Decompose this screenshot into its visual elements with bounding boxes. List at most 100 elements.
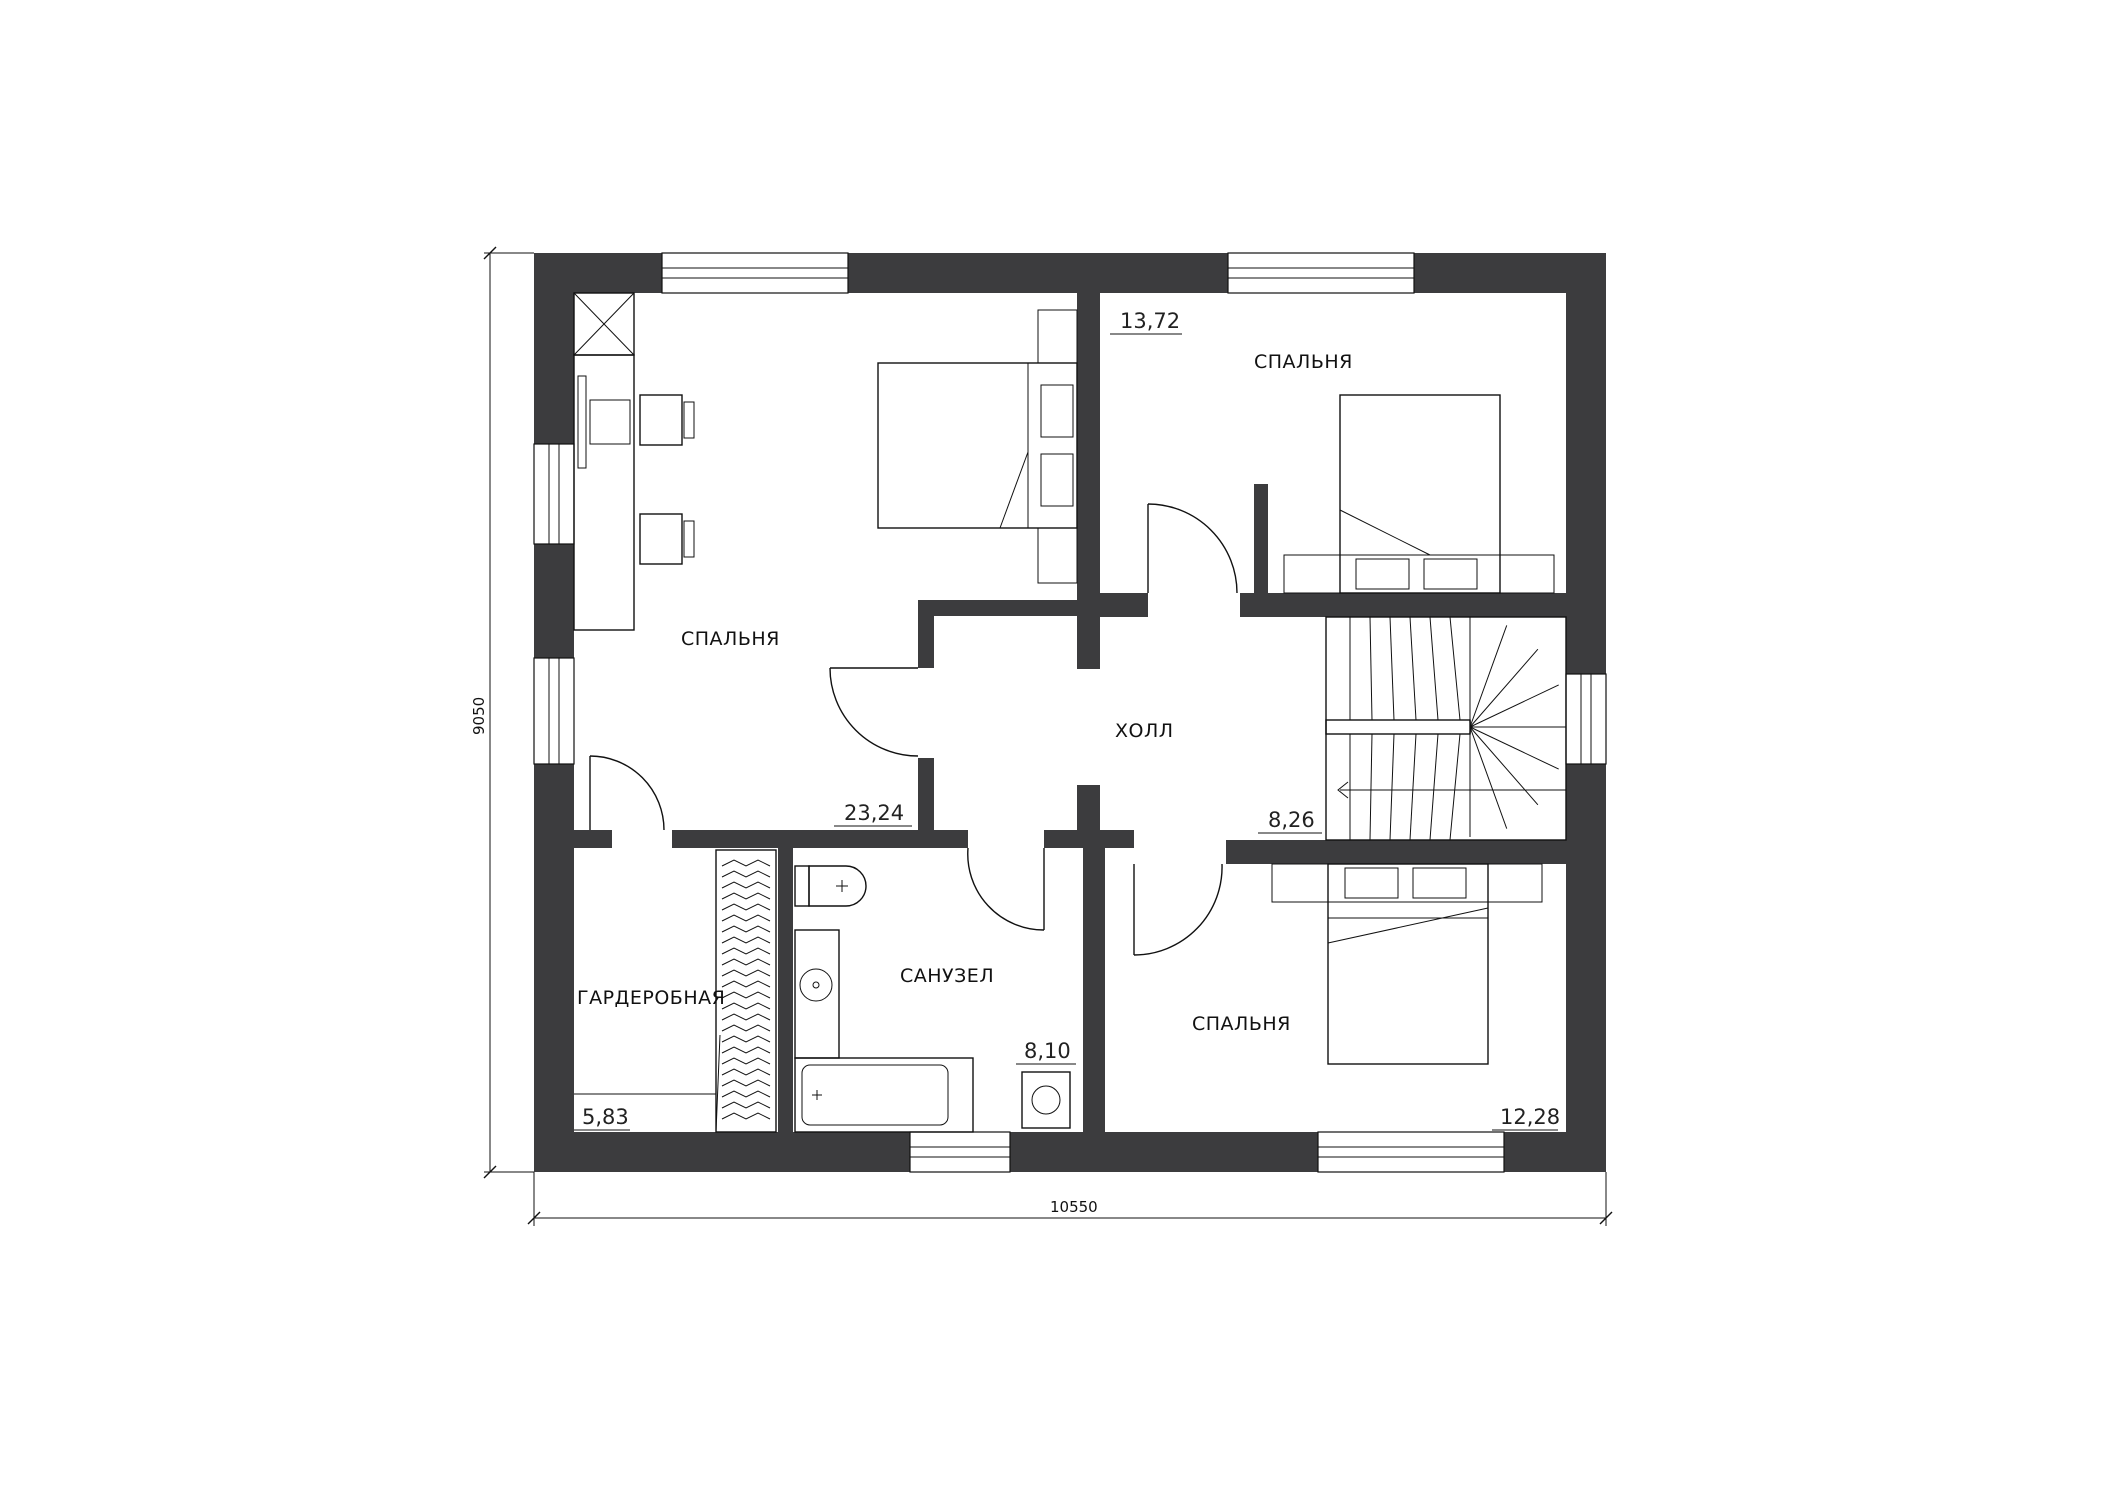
room-name-hall: ХОЛЛ xyxy=(1115,720,1174,742)
chair-icon xyxy=(639,513,695,565)
window-left-2 xyxy=(533,657,575,765)
room-area-hall: 8,26 xyxy=(1268,808,1315,832)
sink-icon xyxy=(794,929,840,1059)
hanger-icon xyxy=(721,1112,771,1120)
room-area-bedroom-1: 23,24 xyxy=(844,801,904,825)
bathtub-icon xyxy=(794,1057,974,1133)
hanger-icon xyxy=(721,947,771,955)
stair-tread xyxy=(1369,733,1373,841)
wall-bed3-top xyxy=(1226,840,1566,864)
washing-machine-icon xyxy=(1021,1071,1071,1129)
doors xyxy=(589,503,1238,956)
desk xyxy=(573,354,635,631)
hanger-icon xyxy=(721,991,771,999)
stair-tread xyxy=(1469,625,1508,728)
stair-treads xyxy=(1349,616,1566,841)
stair-tread xyxy=(1469,726,1559,770)
storage-box-icon xyxy=(573,292,635,356)
hanger-icon xyxy=(721,936,771,944)
wall-bed1-bottom xyxy=(574,830,612,848)
hanger-icon xyxy=(721,1035,771,1043)
stair-tread xyxy=(1369,616,1373,721)
room-area-bedroom-3: 12,28 xyxy=(1500,1105,1560,1129)
room-name-bedroom-1: СПАЛЬНЯ xyxy=(681,628,780,650)
hanger-icon xyxy=(721,1057,771,1065)
hanger-icon xyxy=(721,881,771,889)
window-top-left xyxy=(661,252,849,294)
wall-bed1-bottom-2 xyxy=(672,830,968,848)
hanger-icon xyxy=(721,1013,771,1021)
wall-wardrobe-bath xyxy=(778,848,793,1132)
wall-hall-step-vert xyxy=(918,600,934,668)
stair-tread xyxy=(1469,648,1539,728)
hanger-icon xyxy=(721,980,771,988)
wall-bed2-bottom-right xyxy=(1240,593,1566,617)
door-bed2 xyxy=(1147,503,1238,594)
hanger-icon xyxy=(721,925,771,933)
hanger-icon xyxy=(721,1090,771,1098)
stair-tread xyxy=(1409,733,1417,841)
stair-direction-arrow xyxy=(1337,781,1566,799)
dimension-height: 9050 xyxy=(470,246,534,1179)
hanger-icon xyxy=(721,859,771,867)
hanger-icon xyxy=(721,1079,771,1087)
window-left-1 xyxy=(533,443,575,545)
dimension-height-label: 9050 xyxy=(470,697,488,735)
toilet-icon xyxy=(794,865,867,907)
stair-outline xyxy=(1325,616,1567,841)
wall-bath-bed3 xyxy=(1083,848,1105,1132)
wall-hall-stub-top xyxy=(1077,593,1100,669)
stair-tread xyxy=(1409,616,1417,721)
bed-icon xyxy=(877,309,1078,584)
hanger-icon xyxy=(721,892,771,900)
hanger-icon xyxy=(721,958,771,966)
stair-tread xyxy=(1429,733,1439,841)
stair-tread xyxy=(1389,733,1395,841)
stair-tread xyxy=(1389,616,1395,721)
stair-tread xyxy=(1449,733,1461,841)
furniture xyxy=(573,292,1555,1133)
room-area-wardrobe: 5,83 xyxy=(582,1105,629,1129)
stair-tread xyxy=(1469,684,1559,728)
chair-icon xyxy=(639,394,695,446)
room-name-bedroom-3: СПАЛЬНЯ xyxy=(1192,1013,1291,1035)
room-name-wardrobe: ГАРДЕРОБНАЯ xyxy=(577,987,725,1009)
hangers xyxy=(721,859,771,1120)
wall-bed2-bottom-left xyxy=(1100,593,1148,617)
bed-icon xyxy=(1283,394,1555,594)
door-wardrobe xyxy=(589,755,665,831)
dimension-width: 10550 xyxy=(527,1172,1613,1226)
hanger-icon xyxy=(721,1024,771,1032)
wall-hall-step-lower xyxy=(918,758,934,830)
wall-bed1-bed2 xyxy=(1077,293,1100,593)
walls xyxy=(534,253,1606,1172)
window-right-stair xyxy=(1565,673,1607,765)
hanger-icon xyxy=(721,1002,771,1010)
wall-hall-step-top xyxy=(918,600,1077,616)
wall-bed2-stub xyxy=(1254,484,1268,593)
stair-tread xyxy=(1469,726,1508,829)
hanger-icon xyxy=(721,914,771,922)
room-area-bedroom-2: 13,72 xyxy=(1120,309,1180,333)
dimension-width-label: 10550 xyxy=(1050,1198,1098,1216)
room-labels: СПАЛЬНЯ СПАЛЬНЯ ХОЛЛ ГАРДЕРОБНАЯ САНУЗЕЛ… xyxy=(577,351,1353,1035)
bed-icon xyxy=(1271,863,1543,1065)
hanger-icon xyxy=(721,969,771,977)
wall-bath-top-right xyxy=(1044,830,1134,848)
stair-tread xyxy=(1449,616,1461,721)
door-bath xyxy=(967,847,1045,931)
windows xyxy=(533,252,1607,1173)
window-bottom-bed3 xyxy=(1317,1131,1505,1173)
hanger-icon xyxy=(721,903,771,911)
room-name-bathroom: САНУЗЕЛ xyxy=(900,965,994,987)
stair-tread xyxy=(1429,616,1439,721)
hanger-icon xyxy=(721,1068,771,1076)
wardrobe-rail xyxy=(715,849,777,1133)
room-name-bedroom-2: СПАЛЬНЯ xyxy=(1254,351,1353,373)
door-bed1 xyxy=(829,667,919,757)
hanger-icon xyxy=(721,1101,771,1109)
area-labels: 23,24 13,72 8,26 5,83 8,10 12,28 xyxy=(574,309,1560,1131)
window-top-right xyxy=(1227,252,1415,294)
door-bed3 xyxy=(1133,863,1223,956)
